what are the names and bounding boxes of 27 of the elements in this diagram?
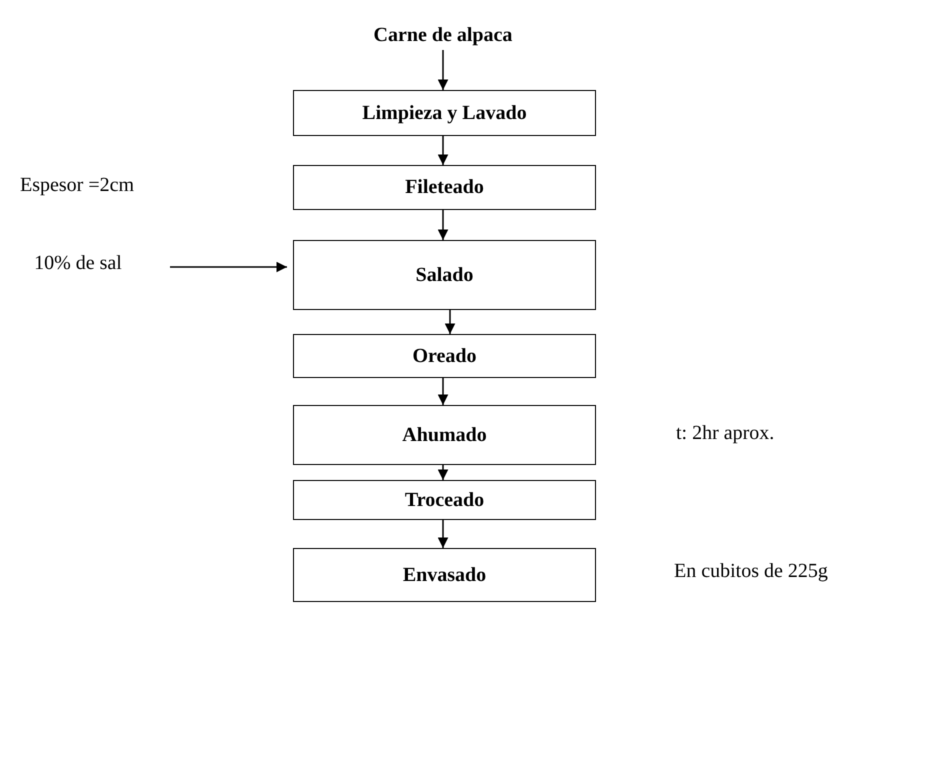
input-label: 10% de sal [34, 252, 122, 274]
step-label: Limpieza y Lavado [362, 102, 527, 124]
arrow [438, 50, 448, 90]
step-label: Ahumado [402, 424, 487, 446]
process-box [293, 90, 596, 136]
process-box [293, 405, 596, 465]
note-text: Espesor =2cm [20, 174, 134, 197]
arrow [438, 465, 448, 480]
input-label: Carne de alpaca [374, 24, 512, 46]
process-box [293, 548, 596, 602]
arrow [438, 378, 448, 405]
process-box [293, 480, 596, 520]
arrow [438, 210, 448, 240]
step-label: Envasado [402, 564, 486, 586]
step-note: t: 2hr aprox. [676, 422, 774, 445]
arrow [438, 520, 448, 548]
process-box [293, 165, 596, 210]
process-box [293, 334, 596, 378]
arrow [170, 262, 287, 272]
process-box [293, 240, 596, 310]
step-label: Troceado [404, 488, 484, 512]
step-note: En cubitos de 225g [674, 560, 828, 583]
arrow [438, 136, 448, 165]
step-label: Fileteado [405, 176, 484, 199]
step-label: Salado [416, 264, 474, 286]
arrow [444, 310, 456, 334]
step-label: Oreado [412, 344, 477, 368]
